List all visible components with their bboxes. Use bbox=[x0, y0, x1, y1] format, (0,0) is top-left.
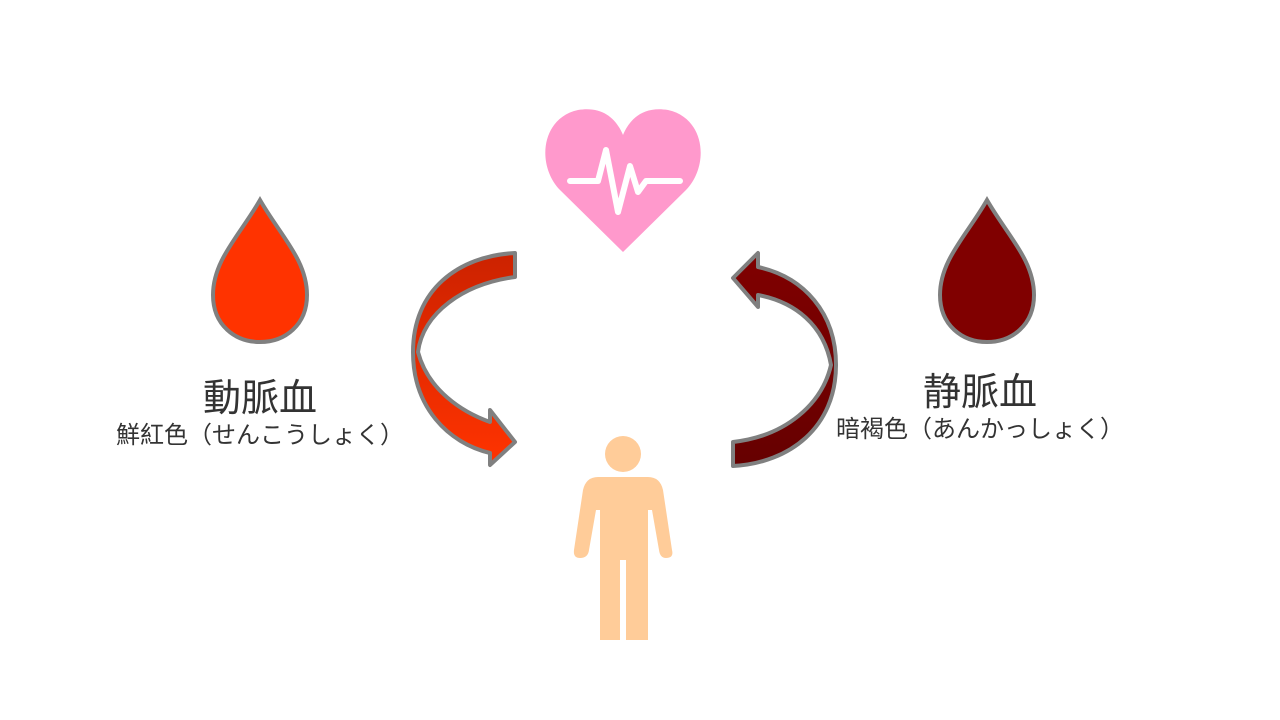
arterial-blood-drop-icon bbox=[210, 195, 310, 345]
venous-title: 静脈血 bbox=[922, 370, 1037, 414]
venous-label: 静脈血 暗褐色（あんかっしょく） bbox=[800, 370, 1160, 444]
arterial-color-name: 鮮紅色（せんこうしょく） bbox=[116, 421, 404, 449]
venous-flow-arrow bbox=[731, 251, 838, 468]
heart-pulse-icon bbox=[545, 109, 701, 253]
arterial-flow-arrow bbox=[411, 251, 517, 467]
arterial-label: 動脈血 鮮紅色（せんこうしょく） bbox=[80, 376, 440, 450]
venous-color-name: 暗褐色（あんかっしょく） bbox=[836, 415, 1124, 443]
arterial-title: 動脈血 bbox=[202, 376, 317, 420]
person-icon bbox=[573, 436, 673, 640]
venous-blood-drop-icon bbox=[937, 195, 1037, 345]
